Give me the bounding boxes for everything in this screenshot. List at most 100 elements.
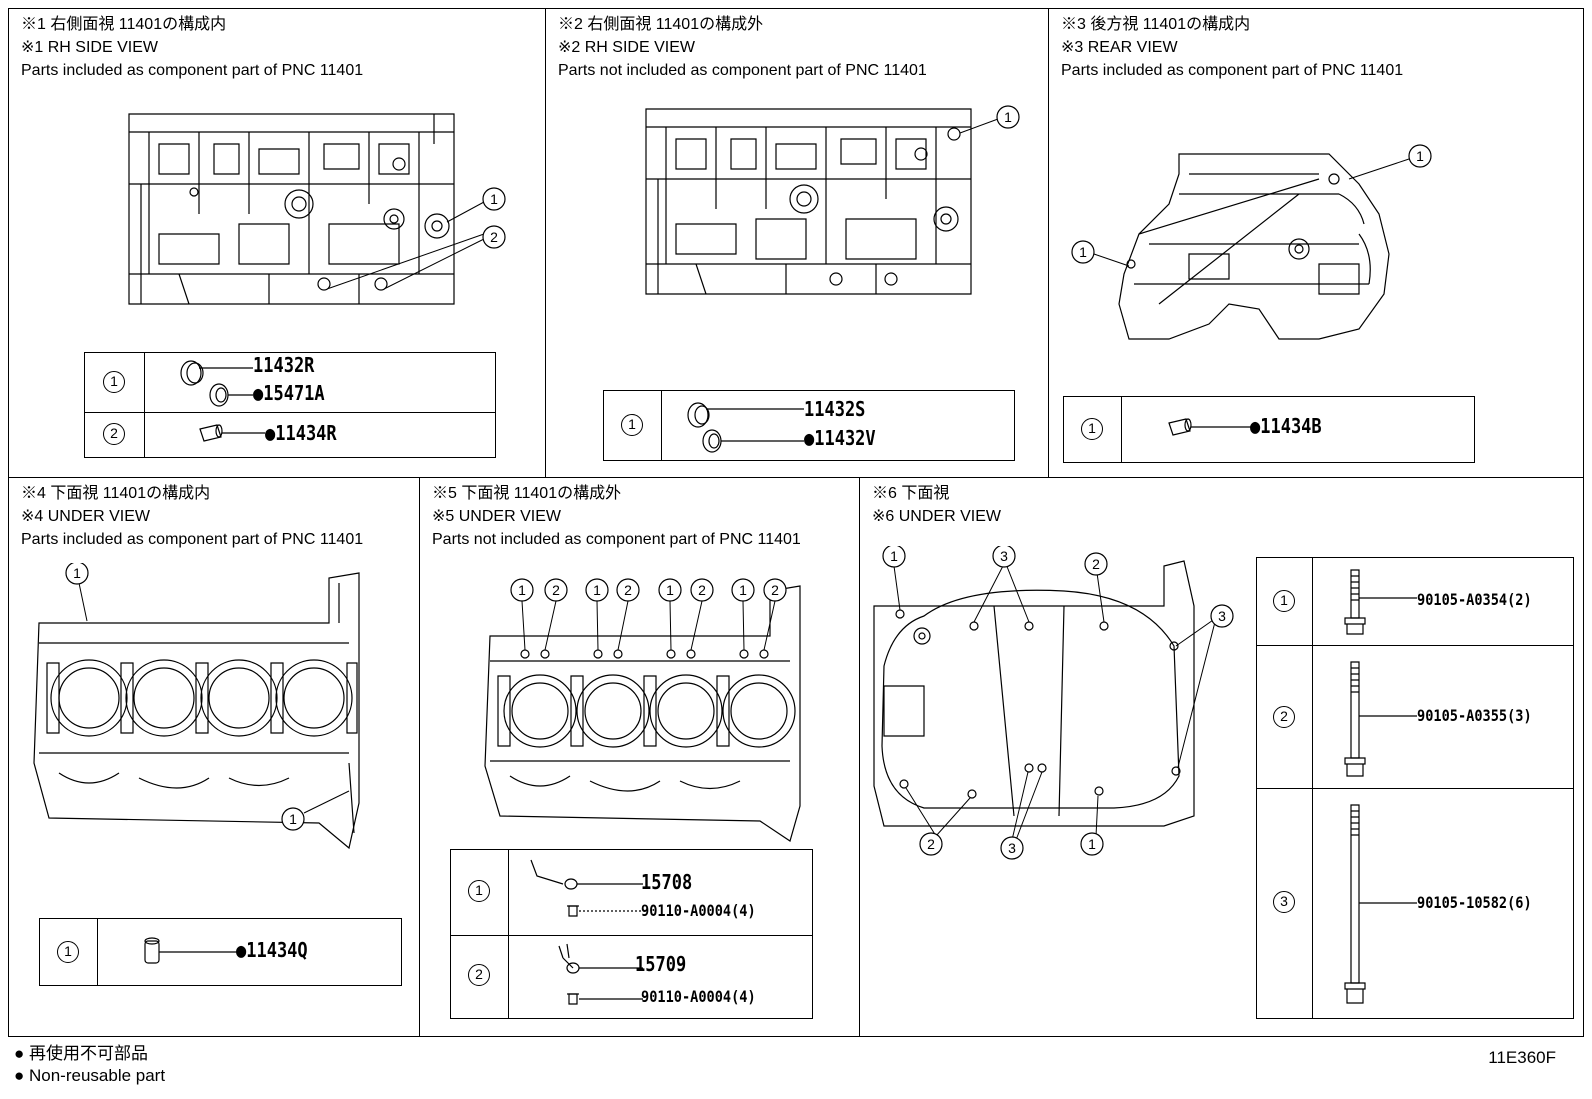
diagram-code: 11E360F [1488, 1048, 1556, 1067]
bolt-icon [1344, 661, 1417, 777]
parts-table: 1 ●11434B [1063, 396, 1475, 463]
parts-table: 1 11432R ●15471A 2 ●11434R [84, 352, 496, 458]
header-en: ※6 UNDER VIEW [872, 508, 1001, 525]
panel-header: ※4 下面視 11401の構成内 ※4 UNDER VIEW Parts inc… [21, 482, 363, 551]
callout-label: 3 [1000, 548, 1008, 564]
panel-header: ※3 後方視 11401の構成内 ※3 REAR VIEW Parts incl… [1061, 13, 1403, 82]
callout-label: 2 [771, 582, 779, 598]
header-en: ※3 REAR VIEW [1061, 39, 1178, 56]
legend-jp: ● 再使用不可部品 [14, 1044, 148, 1063]
panel-rear-view-included: ※3 後方視 11401の構成内 ※3 REAR VIEW Parts incl… [1048, 8, 1584, 478]
part-number: ●11434B [1250, 414, 1322, 438]
parts-row: 1 11432R ●15471A [85, 353, 495, 412]
header-desc: Parts included as component part of PNC … [21, 62, 364, 79]
header-desc: Parts not included as component part of … [558, 62, 927, 79]
ref-number: 1 [103, 371, 125, 393]
parts-row: 1 90105-A0354(2) [1257, 558, 1573, 645]
header-jp: ※1 右側面視 11401の構成内 [21, 16, 227, 33]
part-number: 15709 [635, 952, 687, 976]
ref-number: 1 [468, 880, 490, 902]
panel-header: ※5 下面視 11401の構成外 ※5 UNDER VIEW Parts not… [432, 482, 801, 551]
header-en: ※2 RH SIDE VIEW [558, 39, 695, 56]
callout-label: 1 [490, 191, 498, 207]
header-desc: Parts not included as component part of … [432, 531, 801, 548]
callout-label: 3 [1008, 840, 1016, 856]
parts-row: 1 ●11434B [1064, 397, 1474, 462]
callout-label: 3 [1218, 608, 1226, 624]
ref-number: 1 [57, 941, 79, 963]
ref-number: 2 [1273, 706, 1295, 728]
oil-pan-under-drawing: 1 3 2 3 2 3 1 [873, 546, 1234, 860]
part-number: 15708 [641, 870, 693, 894]
parts-row: 1 15708 90110-A0004(4) [451, 850, 812, 935]
parts-table: 1 90105-A0354(2) 2 90105-A0355(3) 3 9010… [1256, 557, 1574, 1019]
callout-label: 1 [1416, 148, 1424, 164]
callout-label: 1 [1088, 836, 1096, 852]
part-number: 11432R [253, 353, 315, 377]
header-jp: ※4 下面視 11401の構成内 [21, 485, 211, 502]
engine-block-under-drawing: 1 2 1 2 1 2 1 2 [484, 578, 801, 842]
parts-row: 1 ●11434Q [40, 919, 401, 985]
header-en: ※1 RH SIDE VIEW [21, 39, 158, 56]
panel-under-view-not-included: ※5 下面視 11401の構成外 ※5 UNDER VIEW Parts not… [419, 477, 860, 1037]
header-jp: ※5 下面視 11401の構成外 [432, 485, 622, 502]
parts-row: 1 11432S ●11432V [604, 391, 1014, 460]
part-number: ●11432V [804, 426, 876, 450]
bolt-icon [1344, 804, 1417, 1004]
cup-plug-icon [180, 360, 253, 407]
parts-table: 1 11432S ●11432V [603, 390, 1015, 461]
callout-label: 2 [624, 582, 632, 598]
callout-label: 2 [927, 836, 935, 852]
ref-number: 1 [621, 414, 643, 436]
parts-table: 1 15708 90110-A0004(4) 2 15709 90110-A00… [450, 849, 813, 1019]
callout-label: 1 [739, 582, 747, 598]
ref-number: 1 [1081, 418, 1103, 440]
bolt-icon [1344, 569, 1417, 635]
dowel-pin-icon [199, 424, 265, 442]
callout-label: 1 [593, 582, 601, 598]
callout-group: 1 2 1 2 1 2 1 2 [510, 578, 787, 602]
ref-number: 1 [1273, 590, 1295, 612]
panel-header: ※2 右側面視 11401の構成外 ※2 RH SIDE VIEW Parts … [558, 13, 927, 82]
ref-number: 3 [1273, 891, 1295, 913]
oil-jet-icon [530, 859, 643, 917]
callout-label: 1 [1079, 244, 1087, 260]
dowel-pin-icon [144, 937, 240, 964]
callout-label: 1 [666, 582, 674, 598]
callout-label: 2 [552, 582, 560, 598]
oil-jet-icon [558, 943, 643, 1005]
panel-under-view-bolts: ※6 下面視 ※6 UNDER VIEW 1 3 [859, 477, 1584, 1037]
engine-block-rear-drawing: 1 1 [1071, 144, 1432, 340]
engine-block-rh-side-drawing: 1 2 [128, 113, 506, 305]
panel-under-view-included: ※4 下面視 11401の構成内 ※4 UNDER VIEW Parts inc… [8, 477, 420, 1037]
part-number: 90105-A0355(3) [1417, 706, 1532, 725]
parts-row: 3 90105-10582(6) [1257, 788, 1573, 1018]
callout-label: 2 [490, 229, 498, 245]
part-number: 90110-A0004(4) [641, 987, 756, 1006]
header-desc: Parts included as component part of PNC … [1061, 62, 1404, 79]
header-jp: ※3 後方視 11401の構成内 [1061, 16, 1251, 33]
header-jp: ※6 下面視 [872, 485, 950, 502]
header-jp: ※2 右側面視 11401の構成外 [558, 16, 764, 33]
part-number: 90110-A0004(4) [641, 901, 756, 920]
callout-label: 1 [518, 582, 526, 598]
dowel-pin-icon [1168, 418, 1254, 436]
panel-rh-side-view-included: ※1 右側面視 11401の構成内 ※1 RH SIDE VIEW Parts … [8, 8, 546, 478]
callout-label: 1 [890, 548, 898, 564]
engine-block-rh-side-drawing: 1 [645, 105, 1020, 295]
callout-label: 1 [289, 811, 297, 827]
callout-label: 2 [1092, 556, 1100, 572]
ref-number: 2 [103, 423, 125, 445]
parts-table: 1 ●11434Q [39, 918, 402, 986]
parts-row: 2 15709 90110-A0004(4) [451, 935, 812, 1018]
part-number: 11432S [804, 397, 866, 421]
callout-label: 2 [698, 582, 706, 598]
header-en: ※5 UNDER VIEW [432, 508, 561, 525]
legend-en: ● Non-reusable part [14, 1066, 166, 1085]
callout-label: 1 [73, 565, 81, 581]
panel-rh-side-view-not-included: ※2 右側面視 11401の構成外 ※2 RH SIDE VIEW Parts … [545, 8, 1049, 478]
part-number: 90105-A0354(2) [1417, 590, 1532, 609]
engine-block-under-drawing: 1 1 [33, 563, 360, 850]
part-number: 90105-10582(6) [1417, 893, 1532, 912]
parts-row: 2 ●11434R [85, 412, 495, 457]
